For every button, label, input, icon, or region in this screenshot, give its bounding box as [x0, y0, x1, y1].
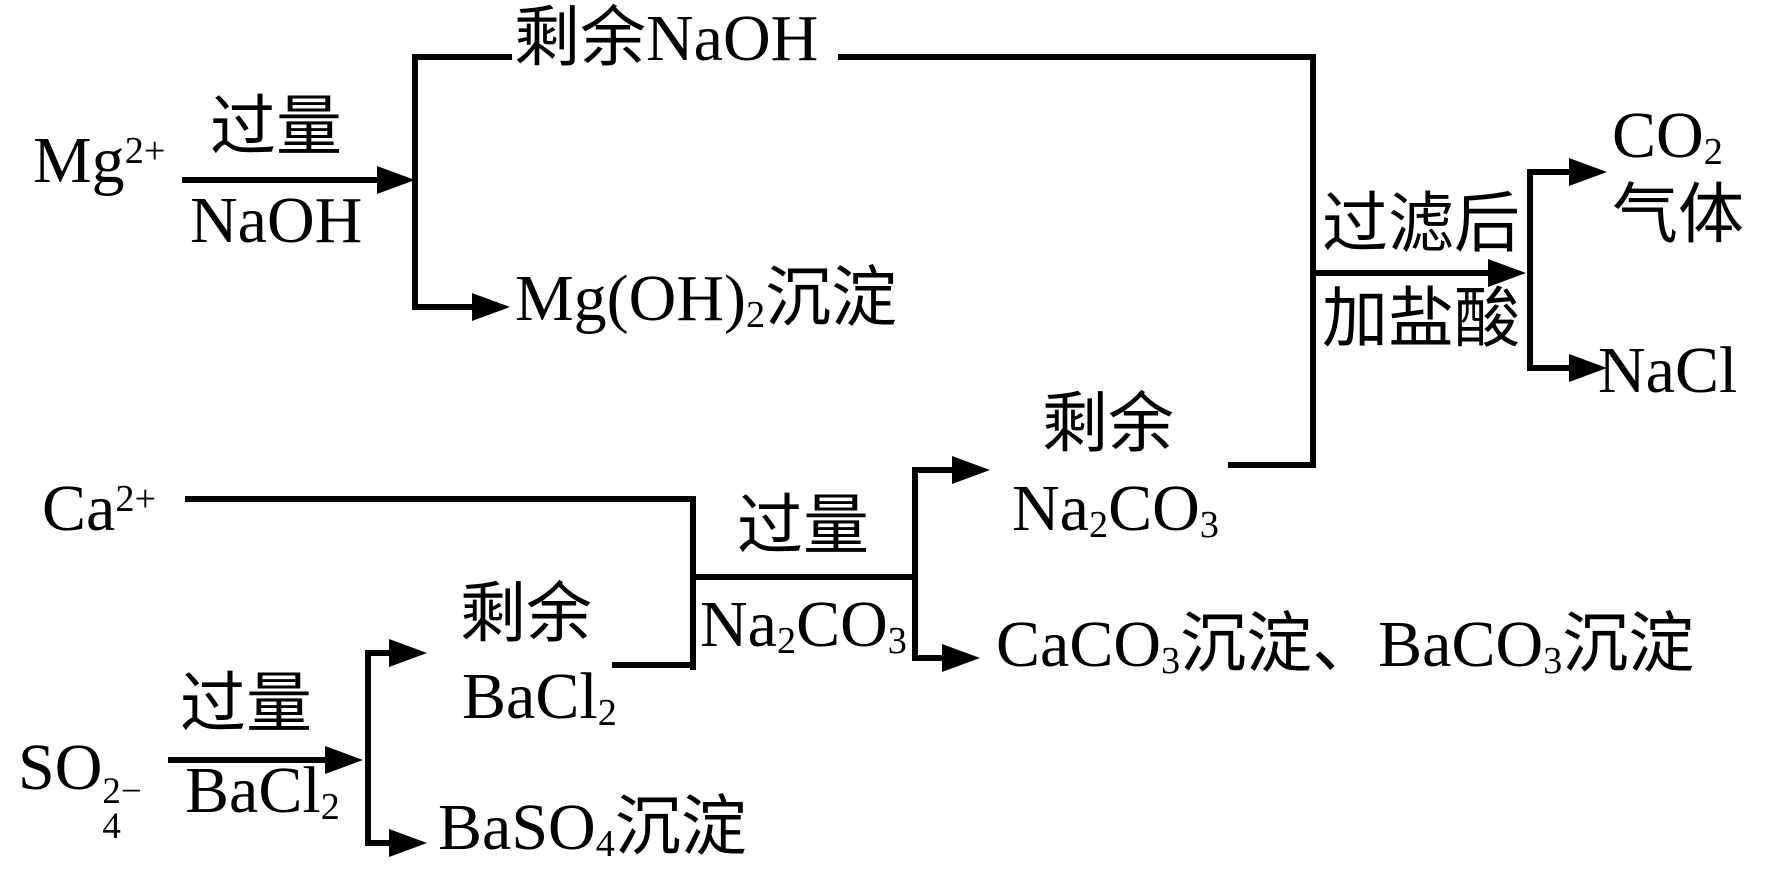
na2co3-step-label-below: Na2CO3: [700, 588, 907, 662]
na2co3-branch-top-arrowhead: [952, 456, 990, 484]
na2co3-connector-line: [1228, 462, 1316, 468]
final-branch-top-arrowhead: [1569, 158, 1607, 186]
hcl-arrowhead: [1488, 259, 1526, 287]
baso4-precipitate-label: BaSO4沉淀: [438, 791, 747, 865]
ca-line: [185, 496, 696, 502]
final-branch-bottom-shaft: [1527, 365, 1569, 371]
remaining-naoh-label: 剩余NaOH: [514, 2, 819, 75]
so4-charge-stack: 2−4: [102, 770, 142, 847]
so4-base: SO: [18, 731, 103, 804]
remaining-naoh-line: [838, 54, 1316, 60]
bacl2-step-label-below: BaCl2: [185, 754, 340, 828]
bacl2-branch-top-arrowhead: [389, 639, 427, 667]
merge-line-right: [1310, 54, 1316, 468]
ca-ion-label: Ca2+: [42, 472, 157, 545]
naoh-arrow-shaft: [182, 177, 377, 183]
bacl2-branch-top-shaft: [365, 650, 389, 656]
hcl-arrow-shaft: [1316, 270, 1488, 276]
co2-label: CO2: [1612, 99, 1723, 173]
mg-branch-bottom-arrowhead: [472, 293, 510, 321]
mg-oh2-precipitate-label: Mg(OH)2沉淀: [515, 262, 898, 336]
remaining-na2co3-label-line2: Na2CO3: [1012, 472, 1219, 546]
na2co3-branch-top-shaft: [912, 467, 952, 473]
bacl2-arrow-shaft: [168, 757, 325, 763]
bacl2-branch-bottom-arrowhead: [389, 829, 427, 857]
remaining-bacl2-label-line1: 剩余: [460, 578, 592, 651]
remaining-bacl2-label-line2: BaCl2: [462, 660, 617, 734]
bacl2-arrowhead: [325, 746, 363, 774]
final-branch-bracket: [1527, 169, 1533, 371]
na2co3-branch-line: [690, 574, 918, 580]
hcl-step-label-above: 过滤后: [1322, 188, 1520, 261]
merge-line-mid: [690, 496, 696, 670]
bacl2-connector-line: [612, 662, 696, 668]
na2co3-branch-bottom-shaft: [912, 655, 942, 661]
final-branch-top-shaft: [1527, 169, 1569, 175]
carbonate-precipitates-label: CaCO3沉淀、BaCO3沉淀: [996, 608, 1695, 682]
final-branch-bottom-arrowhead: [1569, 354, 1607, 382]
hcl-step-label-below: 加盐酸: [1322, 283, 1520, 356]
naoh-arrowhead: [377, 166, 415, 194]
so4-subscript: 4: [102, 805, 121, 847]
mg-branch-bottom-shaft: [412, 304, 472, 310]
nacl-label: NaCl: [1598, 334, 1738, 407]
na2co3-step-label-above: 过量: [737, 490, 869, 563]
bacl2-step-label-above: 过量: [180, 668, 312, 741]
mg-branch-top-line: [412, 54, 512, 60]
bacl2-branch-bottom-shaft: [365, 840, 389, 846]
so4-superscript: 2−: [102, 770, 142, 812]
naoh-step-label-above: 过量: [210, 91, 342, 164]
bacl2-branch-bracket: [365, 650, 371, 846]
mg-ion-label: Mg2+: [33, 124, 166, 197]
na2co3-branch-bracket: [912, 467, 918, 661]
remaining-na2co3-label-line1: 剩余: [1042, 388, 1174, 461]
gas-label: 气体: [1612, 179, 1744, 252]
na2co3-branch-bottom-arrowhead: [942, 644, 980, 672]
mg-branch-bracket: [412, 54, 418, 310]
naoh-step-label-below: NaOH: [190, 184, 363, 257]
